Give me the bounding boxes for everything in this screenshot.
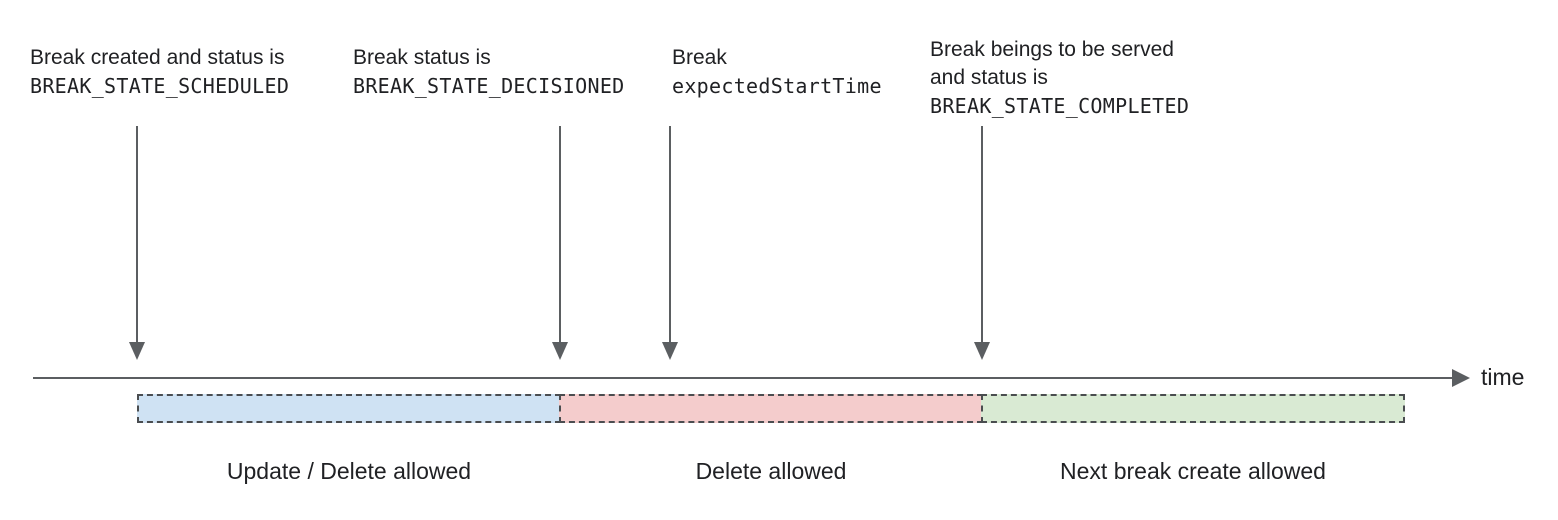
annotation-expected-start-time: Break expectedStartTime (672, 44, 882, 100)
down-arrow-icon (552, 126, 568, 360)
down-arrow-icon (129, 126, 145, 360)
annotation-code: BREAK_STATE_SCHEDULED (30, 74, 290, 98)
annotation-text: Break created and status is (30, 46, 285, 69)
annotation-text: Break (672, 46, 727, 69)
segment-caption: Delete allowed (695, 458, 847, 484)
segment-caption: Next break create allowed (1060, 458, 1326, 484)
annotation-code: expectedStartTime (672, 74, 882, 98)
segment-delete-allowed (559, 394, 983, 423)
annotation-code: BREAK_STATE_COMPLETED (930, 94, 1190, 118)
down-arrow-icon (662, 126, 678, 360)
annotation-break-completed: Break beings to be served and status is … (930, 36, 1189, 120)
timeline-axis-label: time (1481, 364, 1525, 390)
annotation-text: and status is (930, 66, 1048, 89)
annotation-break-decisioned: Break status is BREAK_STATE_DECISIONED (353, 44, 625, 100)
annotation-text: Break beings to be served (930, 38, 1174, 61)
annotation-code: BREAK_STATE_DECISIONED (353, 74, 625, 98)
down-arrow-icon (974, 126, 990, 360)
segment-update-delete-allowed (137, 394, 561, 423)
annotation-text: Break status is (353, 46, 491, 69)
annotation-break-scheduled: Break created and status is BREAK_STATE_… (30, 44, 289, 100)
right-arrow-icon (1452, 369, 1470, 387)
timeline-axis (33, 377, 1453, 379)
segment-caption: Update / Delete allowed (226, 458, 472, 484)
segment-next-break-create-allowed (981, 394, 1405, 423)
